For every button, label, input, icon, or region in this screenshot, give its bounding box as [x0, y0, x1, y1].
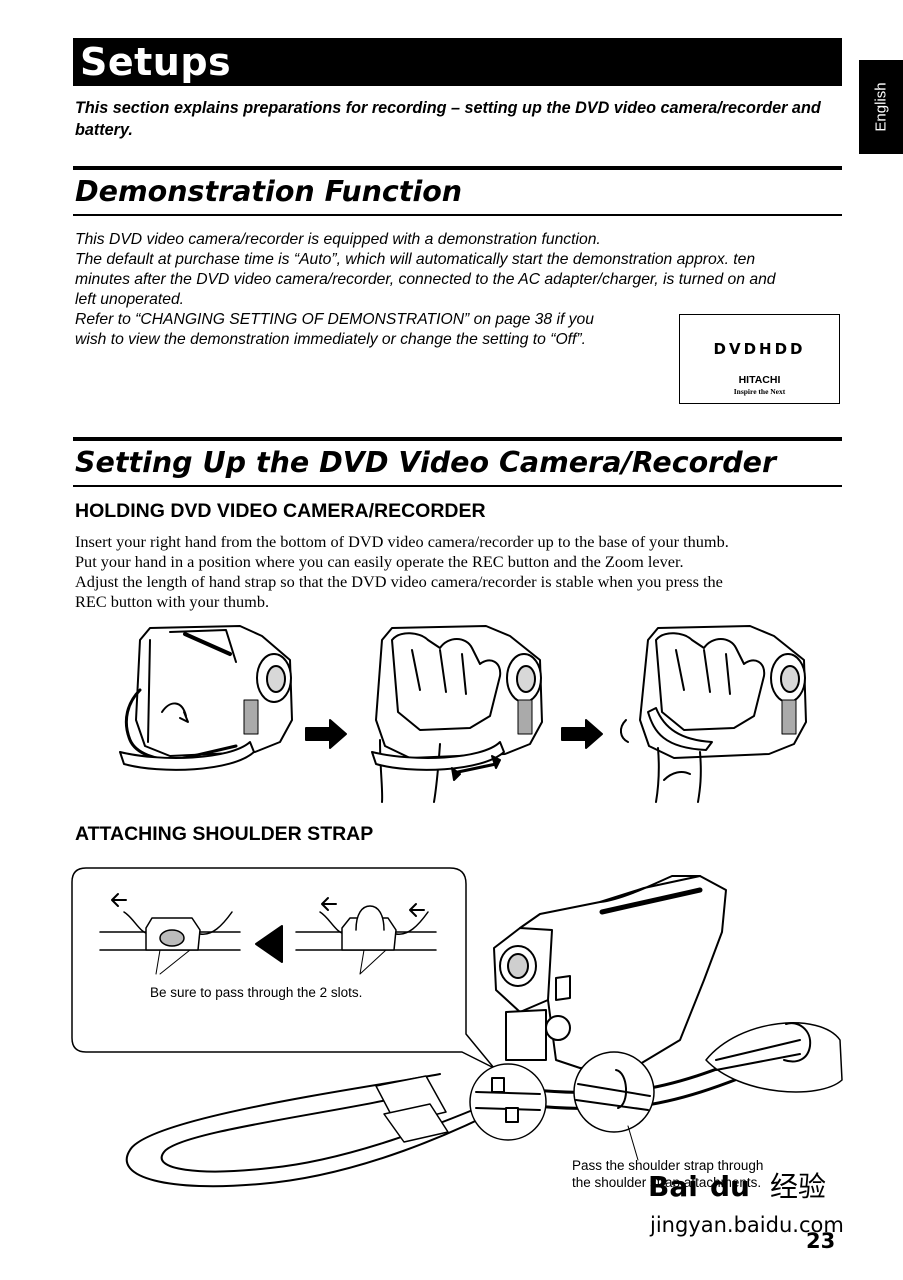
title-bar	[73, 38, 842, 86]
watermark-brand-2: du	[710, 1170, 750, 1203]
intro-text: This section explains preparations for r…	[75, 99, 821, 139]
section-rule-bottom	[73, 214, 842, 216]
section-rule-top	[73, 166, 842, 170]
holding-line-1: Insert your right hand from the bottom o…	[75, 532, 729, 551]
holding-line-3: Adjust the length of hand strap so that …	[75, 572, 723, 591]
pass-note-line-2: the shoulder strap attachments.	[572, 1175, 761, 1190]
demo-line-3: minutes after the DVD video camera/recor…	[75, 271, 776, 288]
demo-line-4: left unoperated.	[75, 291, 185, 308]
page-title: Setups	[80, 40, 232, 84]
demo-line-6: wish to view the demonstration immediate…	[75, 331, 586, 348]
camera-shoulder-strap-illustration	[125, 875, 843, 1188]
language-tab	[859, 60, 903, 154]
shoulder-heading: ATTACHING SHOULDER STRAP	[75, 823, 374, 845]
holding-heading: HOLDING DVD VIDEO CAMERA/RECORDER	[75, 500, 486, 522]
watermark-url: jingyan.baidu.com	[649, 1213, 844, 1237]
setup-heading: Setting Up the DVD Video Camera/Recorder	[75, 446, 777, 479]
demo-line-2: The default at purchase time is “Auto”, …	[75, 251, 756, 268]
pass-note-line-1: Pass the shoulder strap through	[572, 1158, 763, 1173]
holding-line-2: Put your hand in a position where you ca…	[75, 552, 684, 571]
watermark-brand: Bai	[648, 1170, 698, 1203]
callout-box	[71, 867, 495, 1069]
hitachi-logo: HITACHI	[738, 374, 781, 386]
section-rule-top-2	[73, 437, 842, 441]
dvd-hdd-logo: DVDHDD	[713, 340, 806, 358]
watermark-cn: 经验	[770, 1170, 826, 1203]
camera-illustration-1	[119, 625, 293, 771]
arrow-left-icon	[255, 925, 283, 963]
demo-line-1: This DVD video camera/recorder is equipp…	[75, 231, 601, 248]
arrow-icon-2	[561, 719, 603, 749]
page-number: 23	[806, 1229, 836, 1253]
hitachi-tagline: Inspire the Next	[733, 387, 786, 396]
strap-slot-diagram-1	[99, 893, 241, 975]
holding-line-4: REC button with your thumb.	[75, 592, 270, 611]
strap-slot-diagram-2	[295, 897, 437, 975]
dvd-hdd-logo-box	[679, 314, 840, 404]
section-rule-bottom-2	[73, 485, 842, 487]
arrow-icon-1	[305, 719, 347, 749]
slots-note: Be sure to pass through the 2 slots.	[150, 985, 362, 1000]
demo-heading: Demonstration Function	[75, 175, 463, 208]
demo-line-5: Refer to “CHANGING SETTING OF DEMONSTRAT…	[75, 311, 594, 328]
camera-illustration-3	[620, 625, 807, 803]
camera-illustration-2	[371, 625, 543, 803]
